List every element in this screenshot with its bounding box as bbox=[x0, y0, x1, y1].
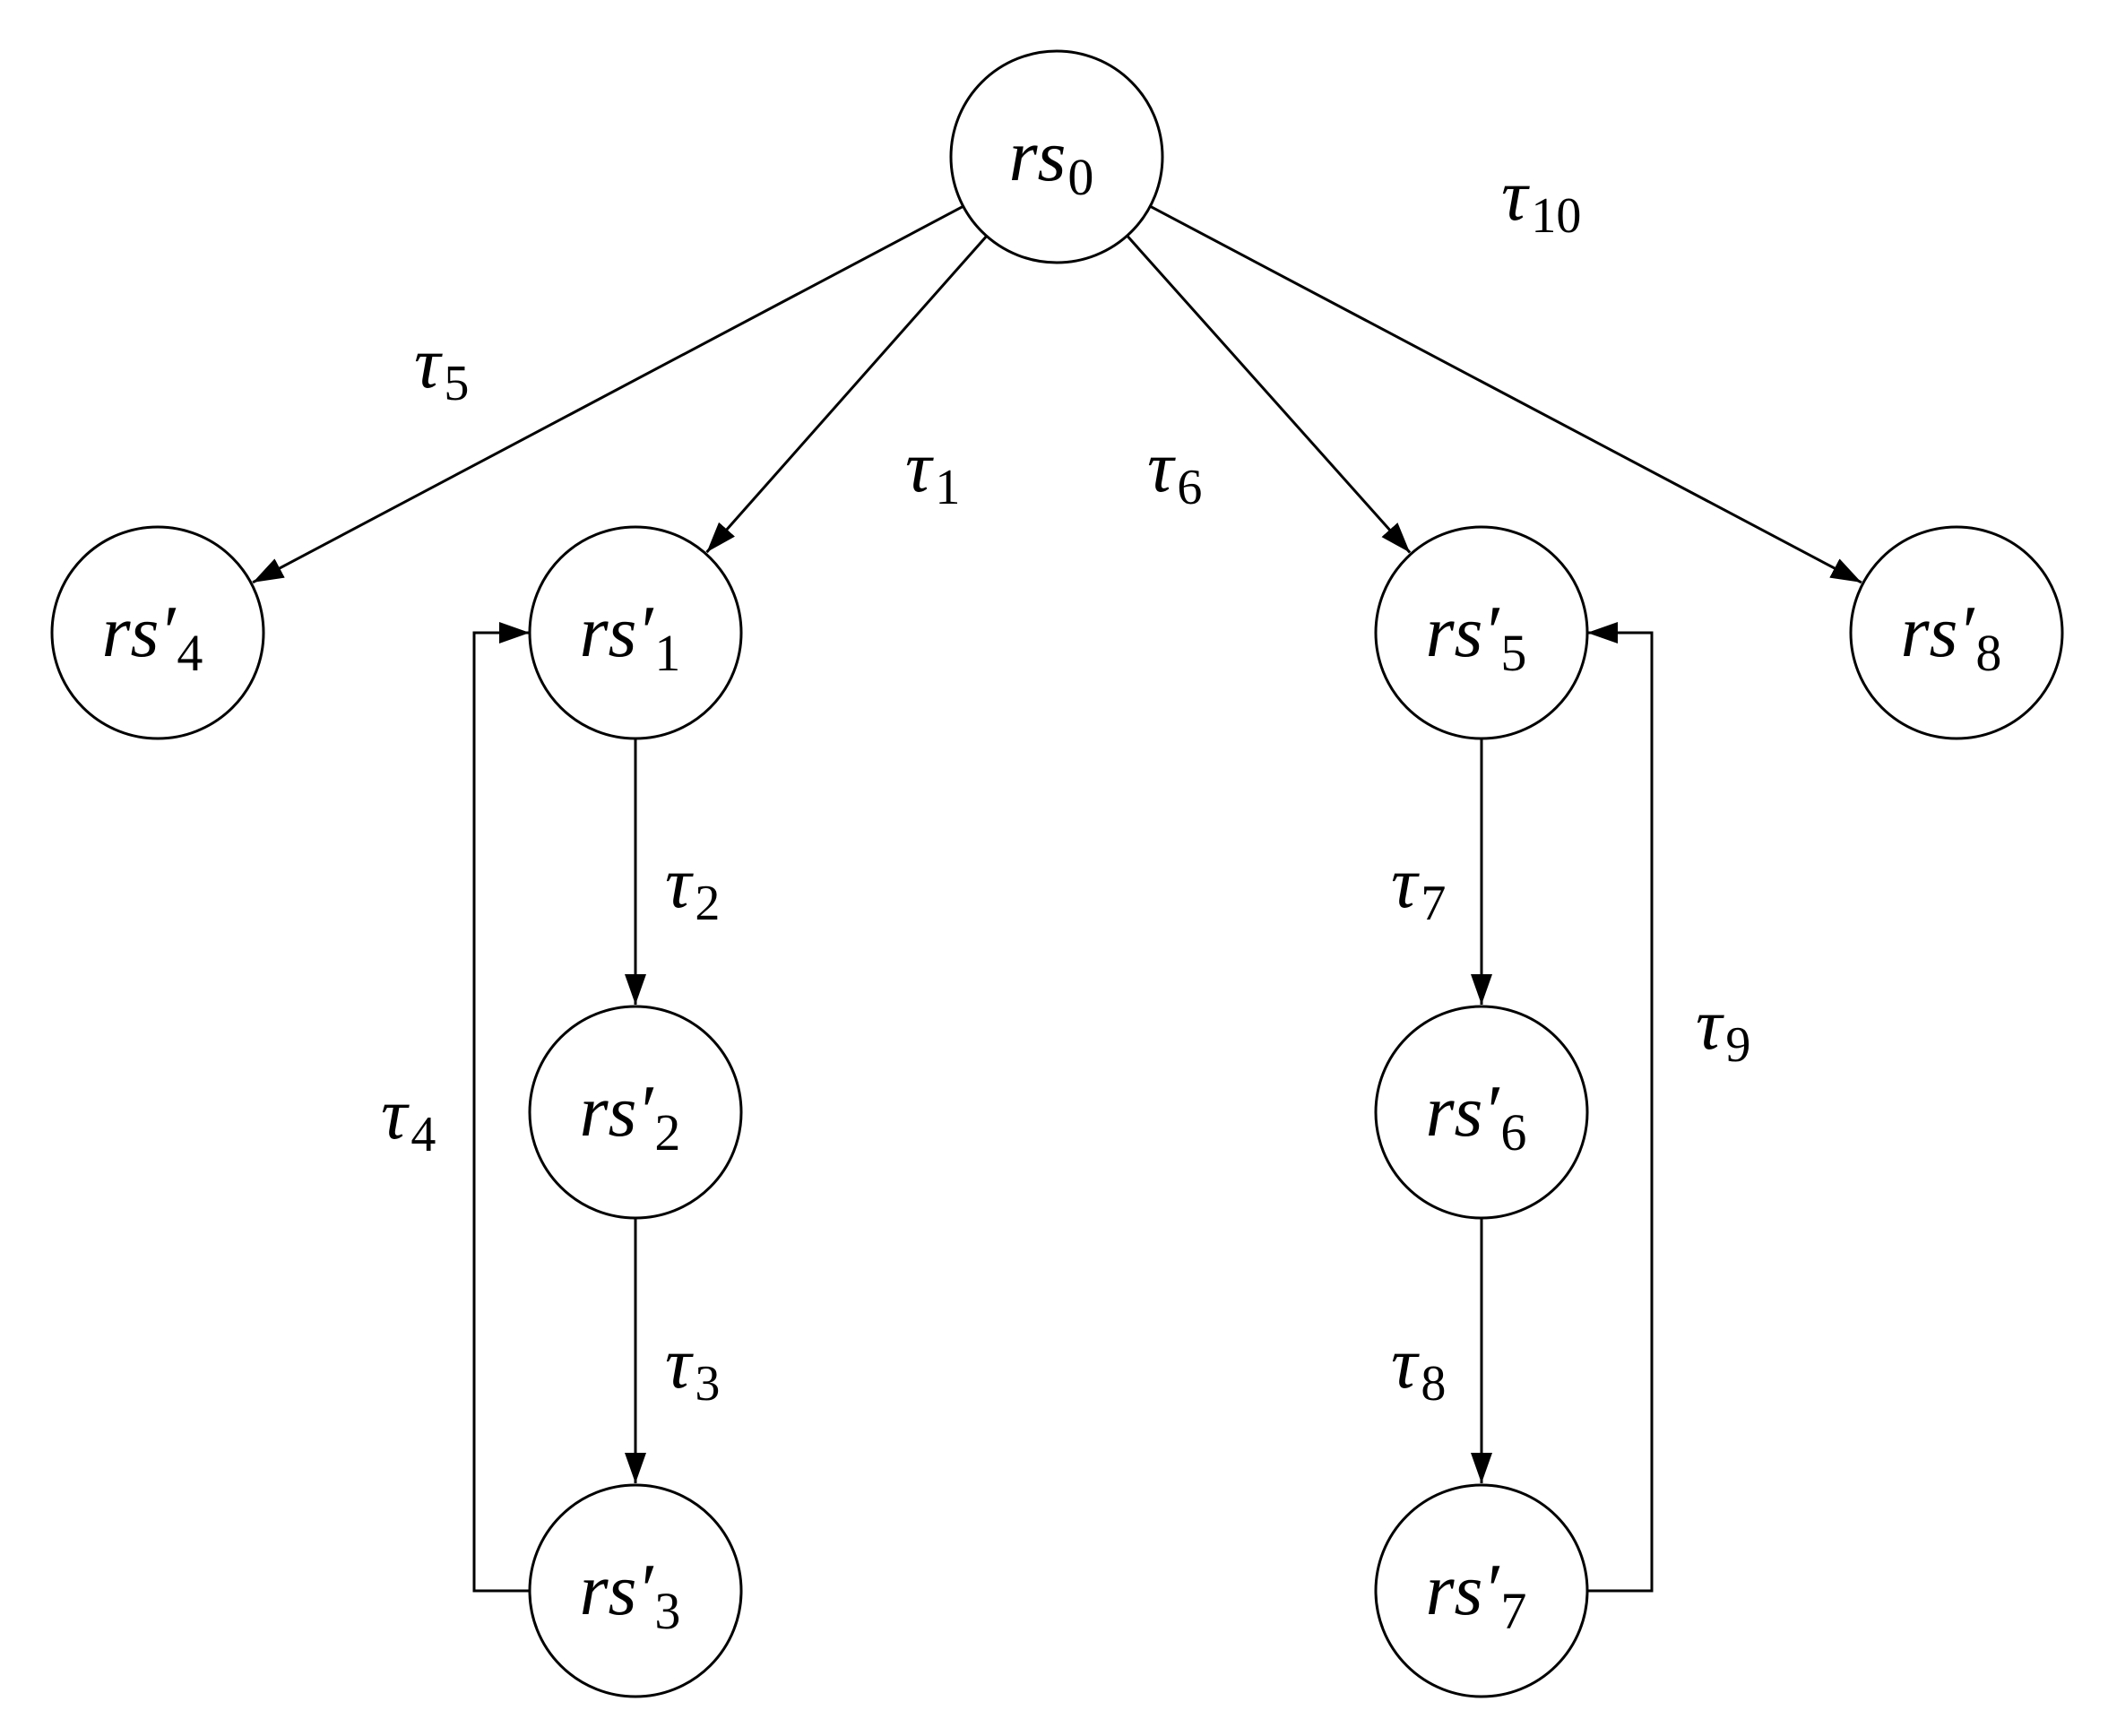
node-circle bbox=[1374, 1483, 1589, 1698]
node-label: rs′1 bbox=[580, 591, 681, 682]
edge-label-rs7-to-rs5: τ9 bbox=[1696, 983, 1750, 1073]
edge-label-rs0-to-rs5: τ6 bbox=[1147, 426, 1202, 515]
node-circle bbox=[50, 525, 265, 740]
node-label-base: rs bbox=[1009, 115, 1067, 196]
node-label-subscript: 1 bbox=[654, 624, 680, 682]
node-label: rs′7 bbox=[1426, 1549, 1527, 1640]
edge-label-symbol: τ bbox=[414, 322, 443, 403]
node-label: rs′5 bbox=[1426, 591, 1527, 682]
edge-label-subscript: 9 bbox=[1725, 1017, 1750, 1073]
edge-label-symbol: τ bbox=[1147, 426, 1176, 507]
node-circle bbox=[528, 1005, 743, 1220]
node-label: rs′2 bbox=[580, 1070, 681, 1162]
node-label-base: rs bbox=[102, 591, 160, 672]
node-label-base: rs bbox=[580, 1549, 637, 1630]
node-label-prime: ′ bbox=[1957, 591, 1974, 672]
node-rs0: rs0 bbox=[949, 49, 1164, 264]
edge-label-subscript: 3 bbox=[695, 1356, 720, 1412]
node-label-prime: ′ bbox=[636, 1549, 653, 1630]
node-label-subscript: 6 bbox=[1500, 1103, 1526, 1162]
edge-label-symbol: τ bbox=[665, 1322, 694, 1403]
node-rs5: rs′5 bbox=[1374, 525, 1589, 740]
edge-label-subscript: 8 bbox=[1421, 1356, 1446, 1412]
edge-label-rs1-to-rs2: τ2 bbox=[665, 842, 720, 931]
node-rs3: rs′3 bbox=[528, 1483, 743, 1698]
node-circle bbox=[1849, 525, 2064, 740]
node-label: rs′6 bbox=[1426, 1070, 1527, 1162]
edge-label-rs0-to-rs1: τ1 bbox=[905, 426, 960, 515]
node-rs7: rs′7 bbox=[1374, 1483, 1589, 1698]
node-label-subscript: 7 bbox=[1500, 1582, 1526, 1640]
node-label: rs′4 bbox=[102, 591, 203, 682]
edge-label-subscript: 10 bbox=[1531, 188, 1581, 244]
edge-label-rs0-to-rs4: τ5 bbox=[414, 322, 469, 411]
edge-label-symbol: τ bbox=[905, 426, 934, 507]
edge-label-subscript: 2 bbox=[695, 876, 720, 931]
edge-label-symbol: τ bbox=[1696, 983, 1724, 1065]
edge-label-subscript: 1 bbox=[935, 460, 960, 515]
node-rs4: rs′4 bbox=[50, 525, 265, 740]
node-label: rs′3 bbox=[580, 1549, 681, 1640]
node-label-base: rs bbox=[1426, 1549, 1483, 1630]
node-label-base: rs bbox=[1426, 591, 1483, 672]
node-label-prime: ′ bbox=[1482, 1070, 1499, 1152]
node-label-prime: ′ bbox=[636, 591, 653, 672]
edge-rs0-to-rs8 bbox=[1149, 204, 1862, 584]
node-label-subscript: 2 bbox=[654, 1103, 680, 1162]
node-circle bbox=[1374, 1005, 1589, 1220]
node-label-base: rs bbox=[1426, 1070, 1483, 1152]
edge-label-symbol: τ bbox=[1501, 154, 1530, 236]
node-rs8: rs′8 bbox=[1849, 525, 2064, 740]
edge-label-subscript: 7 bbox=[1421, 876, 1446, 931]
edge-rs7-to-rs5 bbox=[1587, 622, 1654, 1593]
node-label: rs′8 bbox=[1901, 591, 2002, 682]
node-circle bbox=[528, 1483, 743, 1698]
node-label-subscript: 8 bbox=[1975, 624, 2001, 682]
edge-label-symbol: τ bbox=[665, 842, 694, 923]
node-label-subscript: 5 bbox=[1500, 624, 1526, 682]
node-label: rs0 bbox=[1009, 115, 1094, 206]
edge-label-subscript: 6 bbox=[1177, 460, 1202, 515]
node-label-base: rs bbox=[1901, 591, 1958, 672]
edge-label-rs3-to-rs1: τ4 bbox=[381, 1073, 436, 1162]
node-circle bbox=[528, 525, 743, 740]
edge-rs0-to-rs4 bbox=[252, 204, 964, 584]
edge-rs0-to-rs1 bbox=[705, 235, 988, 554]
node-label-prime: ′ bbox=[159, 591, 176, 672]
node-label-prime: ′ bbox=[636, 1070, 653, 1152]
node-label-prime: ′ bbox=[1482, 1549, 1499, 1630]
edge-label-symbol: τ bbox=[1391, 1322, 1420, 1403]
edge-label-rs5-to-rs6: τ7 bbox=[1391, 842, 1446, 931]
edge-rs0-to-rs5 bbox=[1126, 235, 1412, 554]
node-circle bbox=[1374, 525, 1589, 740]
edge-label-subscript: 5 bbox=[444, 356, 469, 411]
edge-rs3-to-rs1 bbox=[472, 622, 530, 1593]
node-label-subscript: 0 bbox=[1067, 148, 1093, 206]
node-rs1: rs′1 bbox=[528, 525, 743, 740]
edge-label-symbol: τ bbox=[381, 1073, 410, 1154]
node-label-base: rs bbox=[580, 591, 637, 672]
edge-label-rs0-to-rs8: τ10 bbox=[1501, 154, 1581, 244]
edge-label-rs2-to-rs3: τ3 bbox=[665, 1322, 720, 1412]
edge-label-symbol: τ bbox=[1391, 842, 1420, 923]
node-circle bbox=[949, 49, 1164, 264]
node-label-prime: ′ bbox=[1482, 591, 1499, 672]
edges-layer bbox=[252, 204, 1862, 1593]
node-rs6: rs′6 bbox=[1374, 1005, 1589, 1220]
node-rs2: rs′2 bbox=[528, 1005, 743, 1220]
node-label-subscript: 3 bbox=[654, 1582, 680, 1640]
edge-label-subscript: 4 bbox=[410, 1107, 436, 1162]
edge-label-rs6-to-rs7: τ8 bbox=[1391, 1322, 1446, 1412]
node-label-base: rs bbox=[580, 1070, 637, 1152]
node-label-subscript: 4 bbox=[177, 624, 203, 682]
